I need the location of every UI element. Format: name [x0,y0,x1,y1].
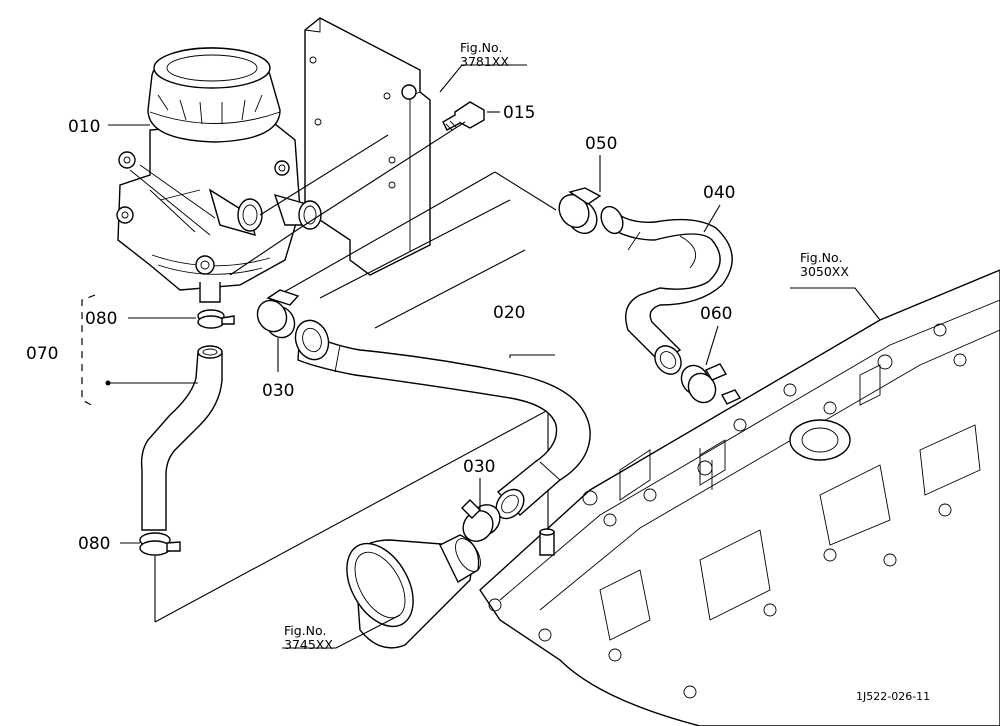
label-080-upper: 080 [85,309,117,329]
leader-020 [509,354,555,358]
hose-assembly-070 [81,294,235,622]
label-030-lower: 030 [463,457,495,477]
fig-3745-line2: 3745XX [284,637,333,652]
part-labels: 010 015 020 030 030 040 050 060 070 080 … [26,103,735,554]
leader-040 [703,204,721,233]
head-cover [479,269,1000,726]
fig-3781-leader [439,64,527,93]
oil-separator-010 [116,47,322,303]
leader-070-dot [105,380,111,386]
leader-060 [705,325,719,366]
fig-3745-line1: Fig.No. [284,623,326,638]
label-030-upper: 030 [262,381,294,401]
fig-3781-line2: 3781XX [460,54,509,69]
fig-3745-leader [282,614,401,649]
fig-3781-line1: Fig.No. [460,40,502,55]
figure-references: Fig.No. 3781XX Fig.No. 3050XX Fig.No. 37… [284,40,849,652]
label-050: 050 [585,134,617,154]
label-080-lower: 080 [78,534,110,554]
label-015: 015 [503,103,535,123]
intake-pipe [346,534,481,649]
drawing-code: 1J522-026-11 [856,690,930,703]
bolt-015 [442,101,485,131]
label-070: 070 [26,344,58,364]
hose-040 [558,187,742,405]
reference-lines [229,121,557,329]
label-020: 020 [493,303,525,323]
fig-3050-leader [790,287,881,321]
label-010: 010 [68,117,100,137]
label-060: 060 [700,304,732,324]
fig-3050-line2: 3050XX [800,264,849,279]
hose-020 [256,289,591,542]
fig-3050-line1: Fig.No. [800,250,842,265]
label-040: 040 [703,183,735,203]
bracket-plate [304,17,431,276]
